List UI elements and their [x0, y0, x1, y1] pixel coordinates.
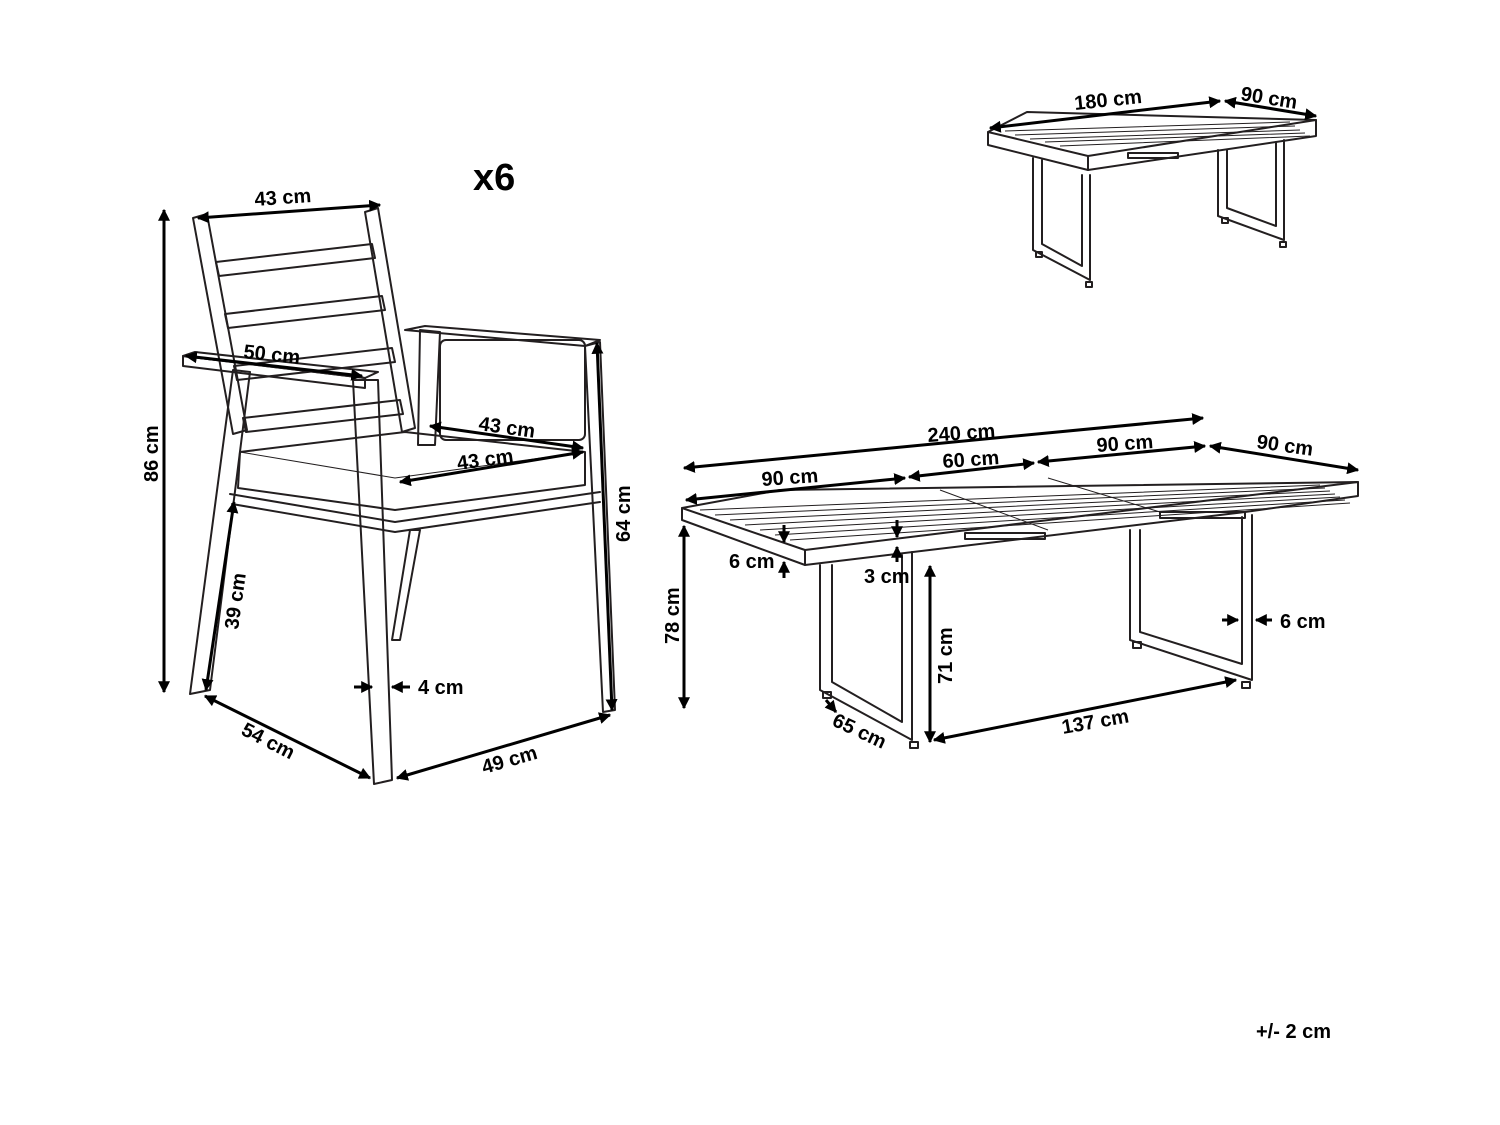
label-table-legroom: 71 cm: [935, 627, 957, 684]
label-chair-seat-height: 39 cm: [221, 571, 251, 630]
label-chair-seat-depth: 43 cm: [477, 413, 536, 443]
dim-chair-width: [395, 712, 612, 781]
dim-chair-seat-width: [398, 447, 585, 487]
label-chair-seat-width: 43 cm: [456, 445, 515, 475]
label-chair-armrest-height: 64 cm: [613, 485, 635, 542]
label-chair-back-width: 43 cm: [254, 185, 312, 211]
dim-table-ext-length: [682, 413, 1205, 473]
label-table-leg-thickness: 6 cm: [1280, 611, 1326, 633]
label-table-leg-depth: 65 cm: [829, 710, 890, 754]
dim-chair-seat-height: [201, 500, 239, 692]
dim-table-closed-width: [1223, 96, 1318, 121]
dim-chair-armrest-height: [591, 341, 618, 712]
table-closed-drawing: [987, 111, 1317, 288]
label-chair-width: 49 cm: [479, 742, 540, 779]
dim-table-closed-length: [988, 96, 1222, 133]
dim-chair-seat-depth: [428, 421, 585, 453]
dim-table-ext-right: [1036, 441, 1207, 467]
dim-table-legs-distance: [932, 676, 1238, 744]
label-table-ext-right: 90 cm: [1096, 431, 1154, 457]
label-table-top-thickness: 6 cm: [729, 551, 775, 573]
label-chair-height: 86 cm: [141, 425, 163, 482]
dim-table-ext-width: [1208, 441, 1360, 475]
dim-chair-armrest: [184, 351, 364, 381]
dim-table-ext-left: [684, 473, 907, 505]
table-extended-drawing: [681, 477, 1359, 749]
label-table-ext-thickness: 3 cm: [864, 566, 910, 588]
dim-table-ext-extension: [907, 458, 1036, 482]
label-table-ext-left: 90 cm: [761, 465, 819, 491]
label-table-closed-width: 90 cm: [1239, 83, 1298, 114]
tolerance-note: +/- 2 cm: [1256, 1021, 1331, 1043]
dim-chair-depth: [203, 694, 372, 780]
label-table-legs-distance: 137 cm: [1060, 705, 1131, 738]
chair-drawing: [182, 207, 616, 785]
label-table-ext-width: 90 cm: [1255, 431, 1314, 461]
label-table-ext-extension: 60 cm: [942, 447, 1000, 473]
label-table-height: 78 cm: [662, 587, 684, 644]
dim-table-leg-depth: [824, 699, 838, 713]
label-chair-leg-thickness: 4 cm: [418, 677, 464, 699]
label-table-ext-length: 240 cm: [927, 420, 996, 447]
dim-chair-back-width: [196, 199, 382, 224]
quantity-label: x6: [473, 157, 515, 199]
